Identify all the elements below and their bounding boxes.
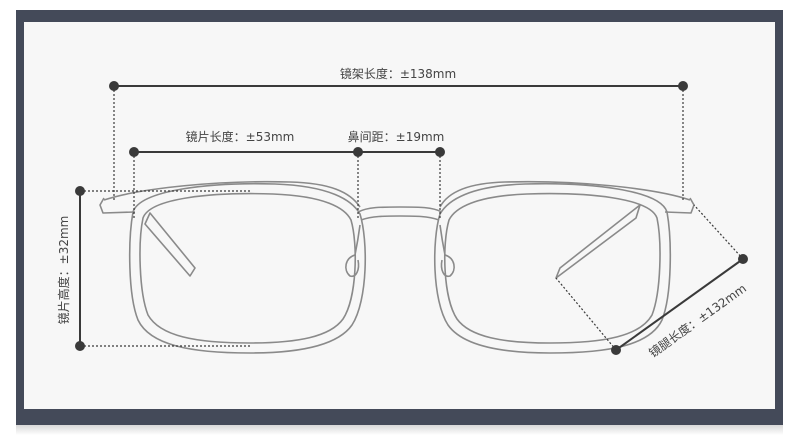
lens-width-label: 镜片长度：±53mm [186, 129, 295, 144]
bottom-shadow [16, 425, 783, 435]
bridge-width-label: 鼻间距：±19mm [348, 129, 445, 144]
temple-length-guide-top [693, 204, 744, 260]
right-lens-rim-outer [434, 182, 672, 354]
left-temple-arm [144, 212, 196, 277]
left-lens-rim-outer [128, 182, 366, 354]
right-hinge [664, 197, 695, 214]
right-temple-arm [555, 204, 641, 279]
brow-bar [103, 180, 361, 208]
glasses-illustration [99, 180, 695, 354]
left-lens-rim-inner [139, 192, 357, 344]
bridge [357, 206, 443, 213]
lens-height-label: 镜片高度：±32mm [56, 216, 71, 325]
left-pad-arm [354, 224, 361, 256]
right-pad-arm [439, 224, 446, 256]
right-nose-pad [440, 254, 455, 278]
left-nose-pad [345, 254, 360, 278]
temple-length-line [615, 258, 744, 351]
brow-bar-right [439, 180, 691, 208]
frame-width-label: 镜架长度：±138mm [340, 66, 456, 81]
left-hinge [99, 197, 136, 214]
dimension-lines [75, 81, 748, 355]
bridge-lower [360, 215, 440, 221]
right-lens-rim-inner [443, 192, 661, 344]
